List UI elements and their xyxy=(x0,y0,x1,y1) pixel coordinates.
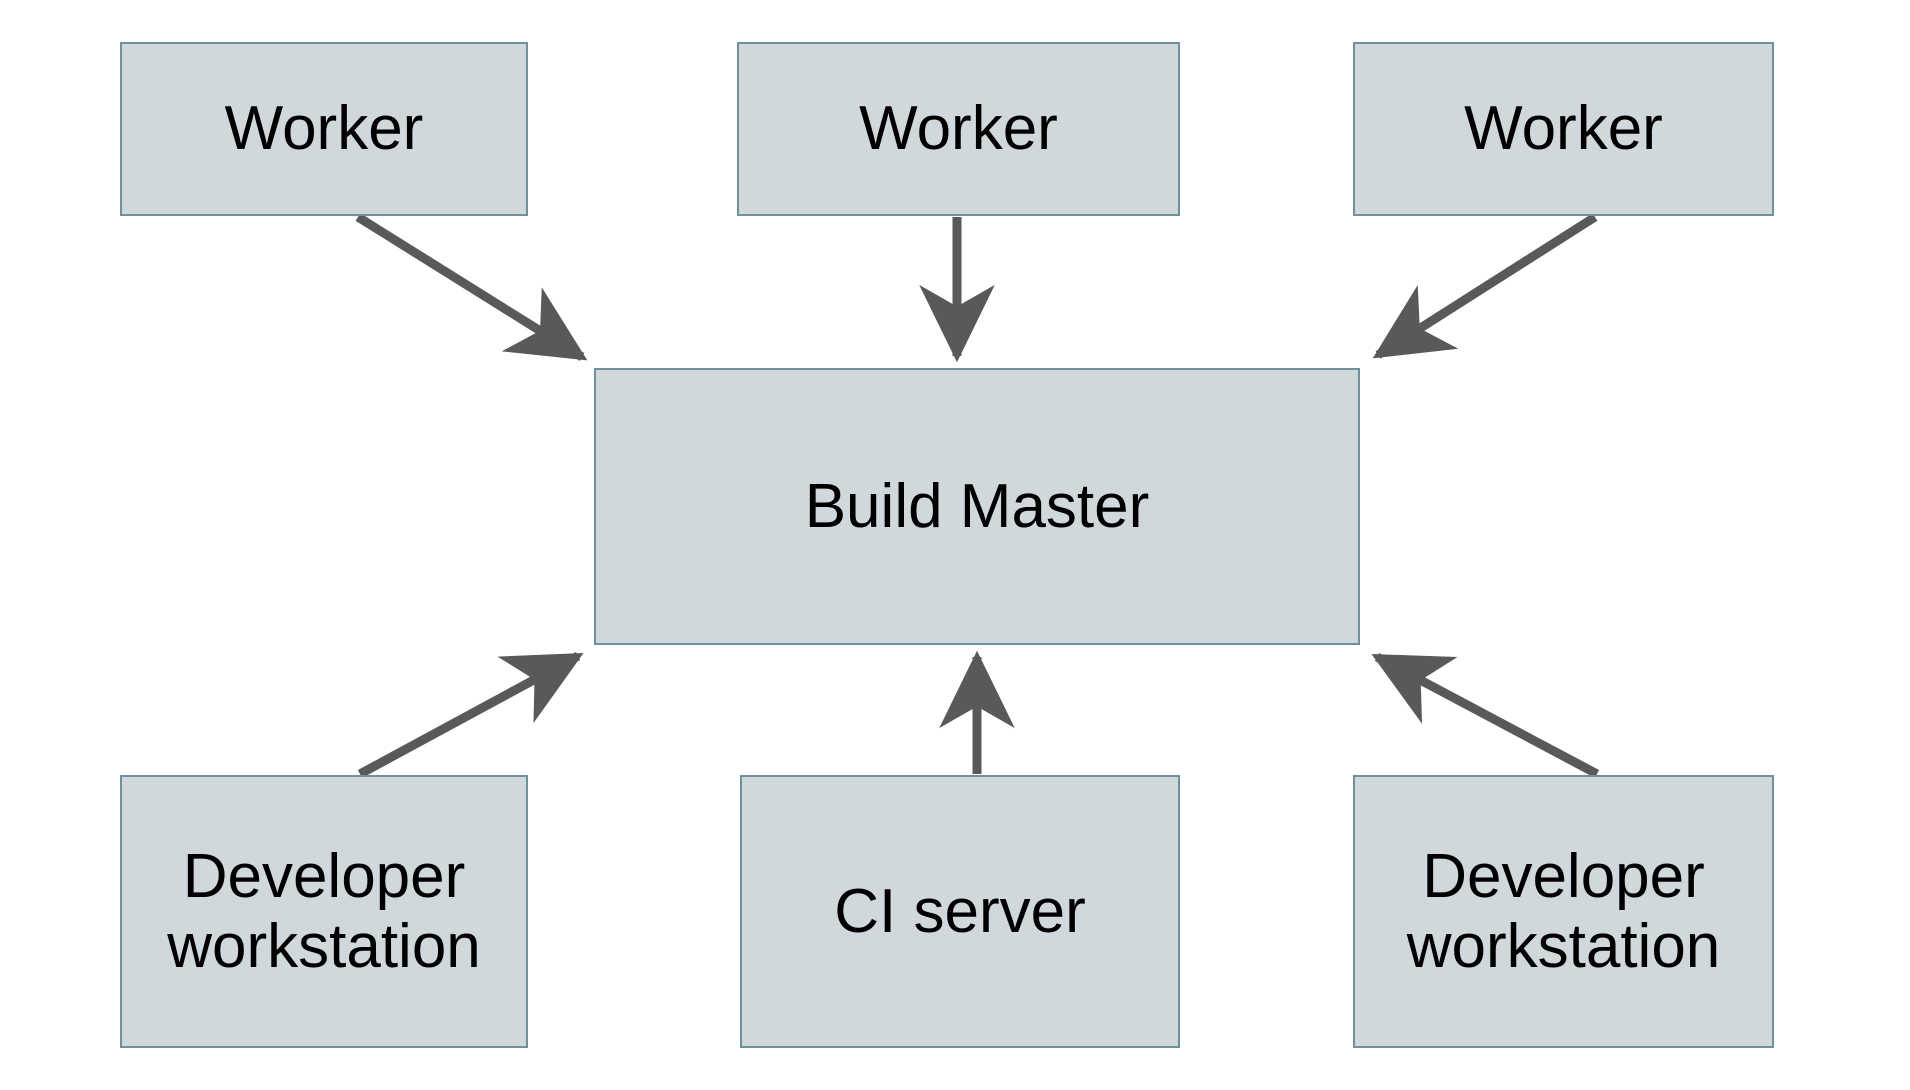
node-ci-server[interactable]: CI server xyxy=(740,775,1180,1048)
node-developer-workstation-right[interactable]: Developer workstation xyxy=(1353,775,1774,1048)
node-label: Worker xyxy=(1464,94,1663,164)
node-label: Worker xyxy=(859,94,1058,164)
edge-dev-left-to-build-master xyxy=(357,652,584,778)
node-build-master[interactable]: Build Master xyxy=(594,368,1360,645)
node-worker-right[interactable]: Worker xyxy=(1353,42,1774,216)
node-label: Build Master xyxy=(804,471,1150,541)
edge-dev-right-to-build-master xyxy=(1371,653,1600,778)
edge-worker-right-to-build-master xyxy=(1372,213,1598,359)
node-label: Developer workstation xyxy=(167,842,481,981)
node-developer-workstation-left[interactable]: Developer workstation xyxy=(120,775,528,1048)
node-label: Developer workstation xyxy=(1406,842,1721,981)
node-worker-left[interactable]: Worker xyxy=(120,42,528,216)
node-label: Worker xyxy=(224,94,424,164)
edge-worker-left-to-build-master xyxy=(355,213,588,361)
node-worker-center[interactable]: Worker xyxy=(737,42,1180,216)
node-label: CI server xyxy=(834,876,1086,946)
